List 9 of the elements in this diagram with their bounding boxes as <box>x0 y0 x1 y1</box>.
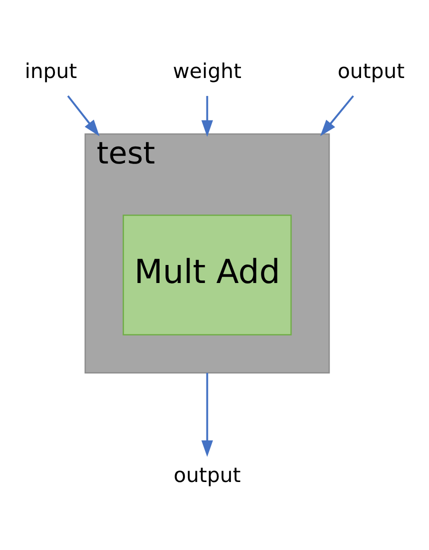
node-box: Mult Add <box>122 214 292 336</box>
node-text: input <box>24 58 78 83</box>
arrow <box>67 95 100 136</box>
arrow <box>201 372 213 457</box>
node-text: output <box>338 58 405 83</box>
node-text: output <box>174 462 241 487</box>
node-text: weight <box>172 58 242 83</box>
arrow <box>201 96 213 137</box>
arrow <box>320 95 354 136</box>
